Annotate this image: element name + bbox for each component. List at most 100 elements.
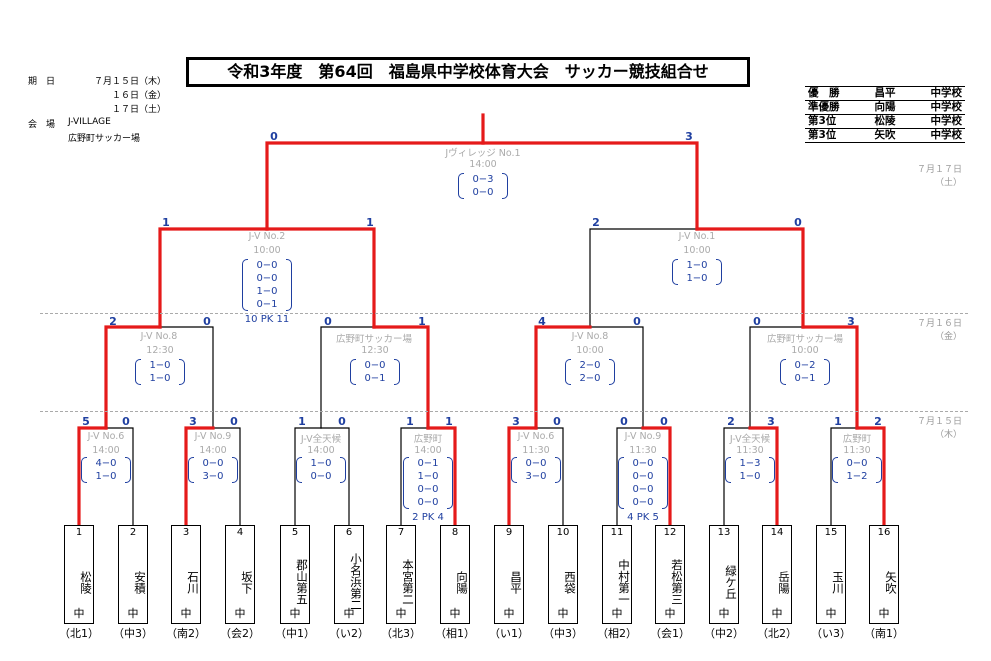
- team-region: （中3）: [113, 627, 153, 640]
- team-suffix: 中: [449, 607, 461, 620]
- team-name: 郡山第五: [295, 559, 309, 605]
- score-sf2-left: 2: [592, 216, 600, 229]
- team-name: 松陵: [79, 570, 93, 594]
- time-r1-6: 11:30: [629, 445, 657, 456]
- score-qf4-right: 3: [847, 315, 855, 328]
- score-r1-2-left: 3: [189, 415, 197, 428]
- team-number: 10: [556, 527, 570, 538]
- results-table: 優 勝昌平中学校 準優勝向陽中学校 第3位松陵中学校 第3位矢吹中学校: [805, 86, 965, 143]
- team-region: （相1）: [435, 627, 475, 640]
- team-name: 緑ケ丘: [724, 564, 738, 600]
- venue-r1-8: 広野町: [842, 434, 872, 445]
- score-r1-8-left: 1: [834, 415, 842, 428]
- team-suffix: 中: [664, 607, 676, 620]
- score-r1-2-right: 0: [230, 415, 238, 428]
- date-divider-15: [40, 411, 968, 412]
- team-region: （南2）: [166, 627, 206, 640]
- result-row: 第3位矢吹中学校: [805, 128, 965, 143]
- date-line-2: １６日（金）: [111, 91, 166, 101]
- date-label-17: ７月１７日 （土）: [916, 165, 962, 188]
- team-number: 12: [663, 527, 677, 538]
- date-label: 期 日: [28, 77, 56, 87]
- team-suffix: 中: [343, 607, 355, 620]
- team-suffix: 中: [289, 607, 301, 620]
- score-qf1-right: 0: [203, 315, 211, 328]
- time-r1-4: 14:00: [414, 445, 442, 456]
- score-r1-5-right: 0: [553, 415, 561, 428]
- team-region: （中3）: [543, 627, 583, 640]
- team-box: 10 西袋中: [548, 525, 578, 624]
- team-region: （北2）: [757, 627, 797, 640]
- team-number: 15: [824, 527, 838, 538]
- venue-r1-4: 広野町: [413, 434, 443, 445]
- team-region: （い3）: [811, 627, 851, 640]
- venue-qf1: J-V No.8: [140, 331, 178, 342]
- team-number: 6: [345, 527, 353, 538]
- team-region: （中2）: [704, 627, 744, 640]
- venue-line-2: 広野町サッカー場: [68, 134, 141, 144]
- result-row: 準優勝向陽中学校: [805, 100, 965, 115]
- score-qf4-left: 0: [753, 315, 761, 328]
- time-r1-5: 11:30: [522, 445, 550, 456]
- team-region: （北1）: [59, 627, 99, 640]
- team-number: 2: [129, 527, 137, 538]
- team-suffix: 中: [771, 607, 783, 620]
- venue-r1-3: J-V全天候: [300, 434, 342, 445]
- team-name: 向陽: [455, 570, 469, 594]
- team-suffix: 中: [557, 607, 569, 620]
- pk-sf1: 10 PK 11: [244, 314, 290, 325]
- venue-sf1: J-V No.2: [248, 231, 286, 242]
- score-sf1-left: 1: [162, 216, 170, 229]
- team-name: 坂下: [240, 570, 254, 594]
- team-suffix: 中: [234, 607, 246, 620]
- team-name: 西袋: [563, 570, 577, 594]
- time-r1-1: 14:00: [92, 445, 120, 456]
- venue-r1-7: J-V全天候: [729, 434, 771, 445]
- team-suffix: 中: [611, 607, 623, 620]
- time-final: 14:00: [469, 159, 497, 170]
- team-suffix: 中: [825, 607, 837, 620]
- result-row: 優 勝昌平中学校: [805, 86, 965, 101]
- team-number: 9: [505, 527, 513, 538]
- team-name: 本宮第二: [401, 559, 415, 605]
- score-r1-8-right: 2: [874, 415, 882, 428]
- score-qf3-right: 0: [633, 315, 641, 328]
- score-qf1-left: 2: [109, 315, 117, 328]
- pk-r1-4: 2 PK 4: [412, 512, 444, 523]
- date-divider-16: [40, 313, 968, 314]
- venue-qf3: J-V No.8: [571, 331, 609, 342]
- time-r1-2: 14:00: [199, 445, 227, 456]
- team-suffix: 中: [878, 607, 890, 620]
- date-label-15: ７月１５日 （木）: [916, 417, 962, 440]
- time-qf3: 10:00: [576, 345, 604, 356]
- pk-r1-6: 4 PK 5: [627, 512, 659, 523]
- team-region: （北3）: [381, 627, 421, 640]
- score-r1-5-left: 3: [512, 415, 520, 428]
- team-number: 16: [877, 527, 891, 538]
- team-region: （南1）: [864, 627, 904, 640]
- time-qf2: 12:30: [361, 345, 389, 356]
- team-name: 中村第一: [617, 559, 631, 605]
